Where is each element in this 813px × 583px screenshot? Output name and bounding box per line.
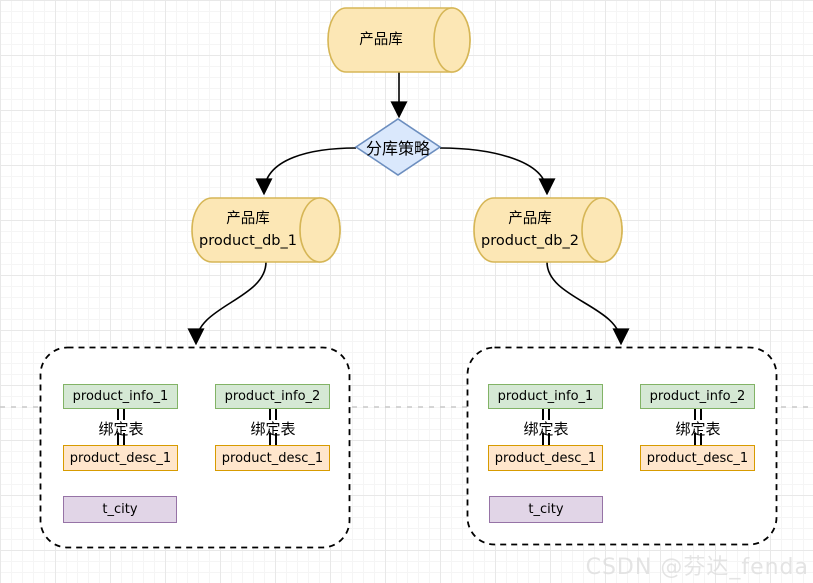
binding-table-label: 绑定表: [523, 420, 569, 438]
table-product-info-2: product_info_2: [215, 384, 330, 409]
db1-name: 产品库: [226, 211, 270, 227]
edge-strategy-to-db1: [264, 147, 357, 193]
binding-link-line: [269, 409, 277, 420]
table-product-desc-2: product_desc_1: [215, 445, 330, 471]
db2-cylinder: [473, 197, 623, 263]
binding-link-line: [694, 409, 702, 420]
binding-link-line: [117, 409, 125, 420]
binding-link-line: [694, 433, 702, 445]
db1-cylinder: [191, 197, 341, 263]
db2-label: 产品库 product_db_2: [474, 205, 586, 255]
table-product-info-1: product_info_1: [63, 384, 178, 409]
edge-db2-to-tables: [546, 261, 621, 343]
table-product-desc-2: product_desc_1: [640, 445, 755, 471]
table-product-desc-1: product_desc_1: [63, 445, 178, 471]
strategy-diamond: [354, 118, 442, 176]
table-product-info-1: product_info_1: [488, 384, 603, 409]
table-product-desc-1: product_desc_1: [488, 445, 603, 471]
db1-label: 产品库 product_db_1: [192, 205, 304, 255]
edge-db1-to-tables: [196, 261, 267, 343]
binding-link-line: [542, 409, 550, 420]
table-t-city: t_city: [489, 496, 603, 523]
binding-table-label: 绑定表: [675, 420, 721, 438]
table-t-city: t_city: [63, 496, 177, 523]
db1-id: product_db_1: [199, 233, 297, 249]
binding-table-label: 绑定表: [250, 420, 296, 438]
binding-link-line: [117, 433, 125, 445]
csdn-watermark: CSDN @芬达_fenda: [585, 555, 809, 580]
root-db-label: 产品库: [359, 32, 403, 48]
edge-strategy-to-db2: [439, 147, 547, 193]
binding-link-line: [269, 433, 277, 445]
root-db-cylinder: [327, 7, 471, 73]
table-product-info-2: product_info_2: [640, 384, 755, 409]
binding-table-label: 绑定表: [98, 420, 144, 438]
binding-link-line: [542, 433, 550, 445]
strategy-label: 分库策略: [365, 139, 430, 158]
db2-id: product_db_2: [481, 233, 579, 249]
db2-name: 产品库: [508, 211, 552, 227]
